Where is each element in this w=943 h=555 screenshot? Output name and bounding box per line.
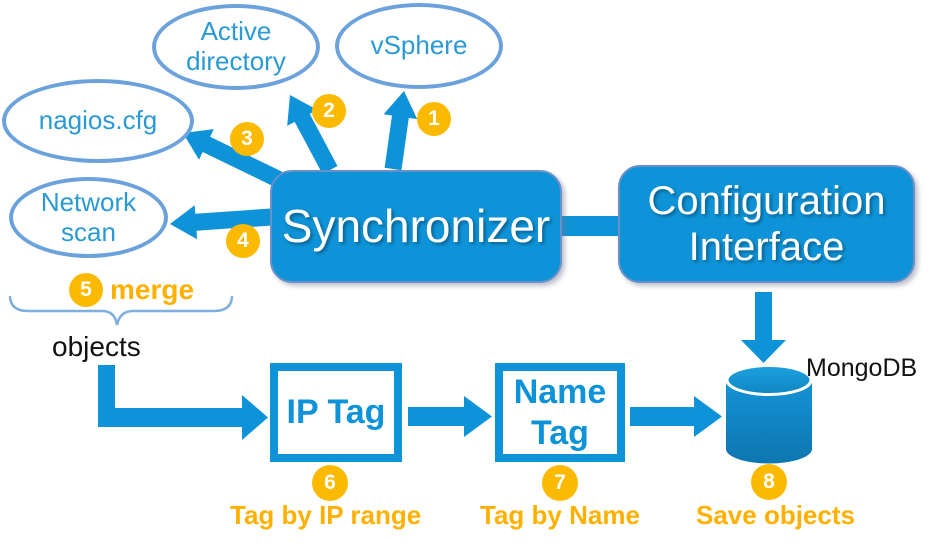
arrow-to-network-scan	[170, 205, 287, 240]
configuration-interface-box: Configuration Interface	[618, 165, 915, 283]
step-badge-6: 6	[312, 465, 348, 501]
mongodb-cylinder-icon	[725, 364, 813, 464]
connector-sync-config	[558, 216, 620, 236]
step-badge-7: 7	[542, 465, 578, 501]
mongodb-label: MongoDB	[806, 354, 918, 382]
source-node-network-scan: Network scan	[9, 177, 168, 258]
arrow-to-vsphere	[383, 91, 418, 171]
save-objects-label: Save objects	[696, 500, 855, 530]
synchronizer-box: Synchronizer	[270, 170, 562, 283]
tag-by-name-label: Tag by Name	[480, 500, 640, 530]
step-badge-8: 8	[751, 464, 787, 500]
arrow-objects-to-ip-tag	[98, 365, 268, 440]
arrow-to-active-directory	[287, 95, 338, 174]
step-badge-2: 2	[312, 94, 346, 128]
arrow-to-nagios	[183, 129, 294, 193]
source-node-nagios-cfg: nagios.cfg	[2, 79, 194, 163]
step-badge-4: 4	[226, 224, 260, 258]
arrow-config-to-mongodb	[741, 292, 786, 363]
step-badge-5: 5	[69, 273, 103, 307]
step-badge-1: 1	[417, 102, 451, 136]
arrow-name-tag-to-mongodb	[630, 396, 722, 437]
objects-label: objects	[52, 331, 141, 362]
ip-tag-box: IP Tag	[270, 363, 402, 462]
source-node-active-directory: Active directory	[152, 4, 320, 90]
source-node-vsphere: vSphere	[335, 3, 503, 89]
name-tag-box: Name Tag	[495, 363, 625, 462]
tag-by-ip-range-label: Tag by IP range	[230, 500, 422, 530]
arrow-ip-tag-to-name-tag	[408, 396, 492, 437]
merge-brace	[8, 295, 234, 326]
step-badge-3: 3	[230, 122, 264, 156]
merge-label: merge	[110, 274, 195, 305]
